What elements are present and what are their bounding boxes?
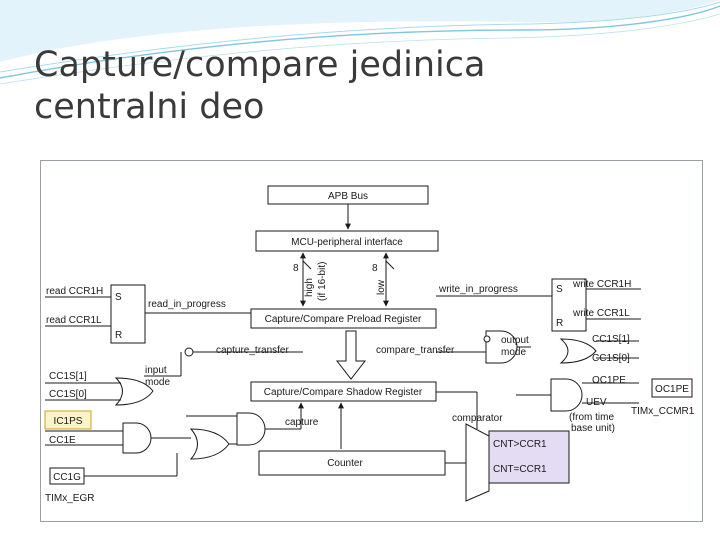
from-time-label: (from time	[569, 412, 614, 423]
cc1g-box-label: CC1G	[53, 472, 81, 483]
comparator-block	[465, 423, 490, 502]
block-diagram: APB Bus MCU-peripheral interface Capture…	[44, 185, 695, 504]
ic1ps-box-label: IC1PS	[54, 416, 83, 427]
bits-8-right: 8	[372, 263, 378, 274]
write-in-progress-label: write_in_progress	[438, 284, 518, 295]
shadow-register-label: Capture/Compare Shadow Register	[264, 387, 423, 398]
right-latch-r: R	[556, 318, 563, 329]
output-mode-label-2: mode	[501, 347, 526, 358]
capture-and-gate	[236, 412, 266, 446]
mcu-interface-block	[255, 230, 439, 252]
timx-ccmr1-label: TIMx_CCMR1	[631, 406, 695, 417]
cnt-gt-label: CNT>CCR1	[493, 439, 547, 450]
preload-to-shadow-arrow	[335, 330, 367, 380]
oc1pe-box-label: OC1PE	[655, 384, 689, 395]
cc1s1-left-label: CC1S[1]	[49, 371, 87, 382]
capture-compare-diagram: APB Bus MCU-peripheral interface Capture…	[40, 160, 703, 522]
comparator-label: comparator	[452, 413, 503, 424]
input-mode-label-2: mode	[145, 377, 170, 388]
read-latch-block	[110, 284, 146, 344]
title-line-1: Capture/compare jedinica	[34, 45, 486, 85]
base-unit-label: base unit)	[571, 423, 615, 434]
write-ccr1h-label: write CCR1H	[572, 279, 631, 290]
ic1ps-box	[44, 410, 92, 430]
if-16bit-label: (if 16-bit)	[317, 262, 328, 301]
uev-label: UEV	[586, 397, 607, 408]
header-swoosh-decoration	[0, 0, 720, 85]
write-ccr1l-label: write CCR1L	[572, 308, 630, 319]
cc1e-label: CC1E	[49, 435, 76, 446]
oc1pe-and-gate	[550, 378, 583, 412]
left-latch-s: S	[115, 292, 122, 303]
output-mode-label-1: output	[501, 335, 529, 346]
read-in-progress-label: read_in_progress	[148, 299, 226, 310]
input-mode-label-1: input	[145, 365, 167, 376]
cc1s1-right-label: CC1S[1]	[592, 334, 630, 345]
low-label: low	[376, 279, 387, 295]
cc1s0-right-label: CC1S[0]	[592, 353, 630, 364]
high-label: high	[304, 278, 315, 297]
preload-register-label: Capture/Compare Preload Register	[265, 314, 422, 325]
capture-transfer-label: capture_transfer	[216, 345, 289, 356]
title-line-2: centralni deo	[34, 87, 265, 127]
cnt-eq-label: CNT=CCR1	[493, 464, 547, 475]
mcu-interface-label: MCU-peripheral interface	[291, 237, 403, 248]
output-mode-and-gate	[485, 330, 518, 364]
right-latch-s: S	[556, 284, 563, 295]
oc1pe-right-label: OC1PE	[592, 375, 626, 386]
cc1e-and-gate	[122, 422, 152, 454]
compare-result-box	[488, 430, 570, 484]
output-mode-nor-gate	[559, 338, 597, 364]
cc1s0-left-label: CC1S[0]	[49, 389, 87, 400]
counter-label: Counter	[327, 458, 363, 469]
read-ccr1l-label: read CCR1L	[46, 315, 102, 326]
preload-register-block	[250, 308, 437, 329]
oc1pe-box	[651, 378, 693, 398]
capture-label: capture	[285, 417, 319, 428]
input-mode-or-gate	[114, 377, 154, 406]
capture-or-gate	[189, 428, 230, 460]
read-ccr1h-label: read CCR1H	[46, 286, 103, 297]
slide-title: Capture/compare jedinica centralni deo	[34, 44, 485, 128]
left-latch-r: R	[115, 330, 122, 341]
apb-bus-label: APB Bus	[328, 191, 368, 202]
write-latch-block	[551, 278, 587, 332]
compare-transfer-label: compare_transfer	[376, 345, 455, 356]
timx-egr-label: TIMx_EGR	[45, 493, 94, 504]
bits-8-left: 8	[293, 263, 299, 274]
